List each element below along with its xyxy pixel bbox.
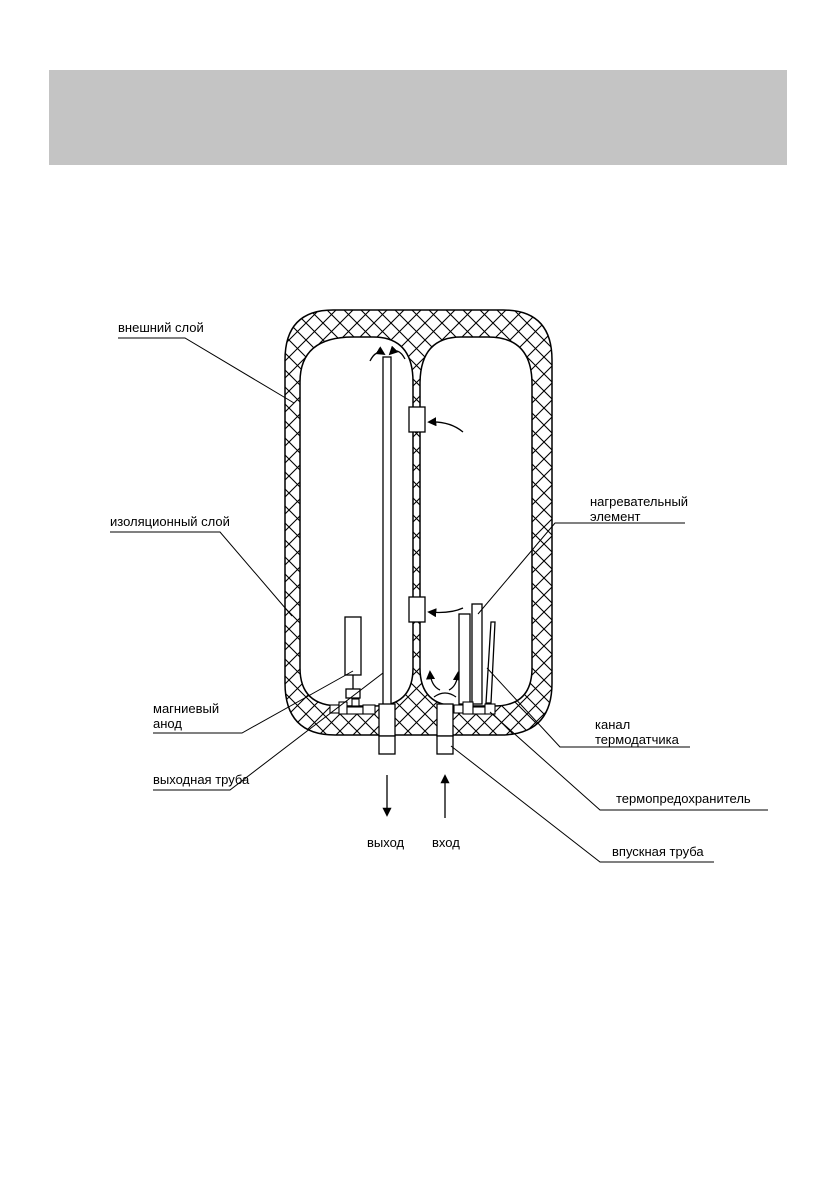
header-band: [49, 70, 787, 165]
label-magnesium-anode-line1: магниевый: [153, 701, 219, 716]
inlet-curve: [433, 692, 457, 698]
inlet-flow-arrows: [425, 670, 462, 691]
insulation-shell: [284, 309, 553, 736]
divider-flow-arrows: [427, 417, 464, 618]
inlet-pipe: [436, 703, 454, 755]
label-magnesium-anode-line2: анод: [153, 716, 182, 731]
label-outlet: выход: [367, 835, 405, 850]
label-inlet-pipe: впускная труба: [612, 844, 704, 859]
label-sensor-channel-line1: канал: [595, 717, 630, 732]
magnesium-anode: [344, 616, 362, 699]
left-flange: [329, 698, 376, 715]
label-outlet-pipe: выходная труба: [153, 772, 250, 787]
label-insulation-layer: изоляционный слой: [110, 514, 230, 529]
label-heating-element-line1: нагревательный: [590, 494, 688, 509]
label-heating-element-line2: элемент: [590, 509, 641, 524]
label-inlet: вход: [432, 835, 460, 850]
label-sensor-channel-line2: термодатчика: [595, 732, 680, 747]
label-thermal-fuse: термопредохранитель: [616, 791, 751, 806]
leader-lines: [110, 337, 768, 863]
heating-element: [458, 603, 496, 705]
outlet-pipe: [378, 356, 396, 755]
divider-connectors: [408, 406, 426, 623]
top-flow-arrows: [369, 345, 406, 362]
right-flange: [453, 701, 496, 715]
label-outer-layer: внешний слой: [118, 320, 204, 335]
